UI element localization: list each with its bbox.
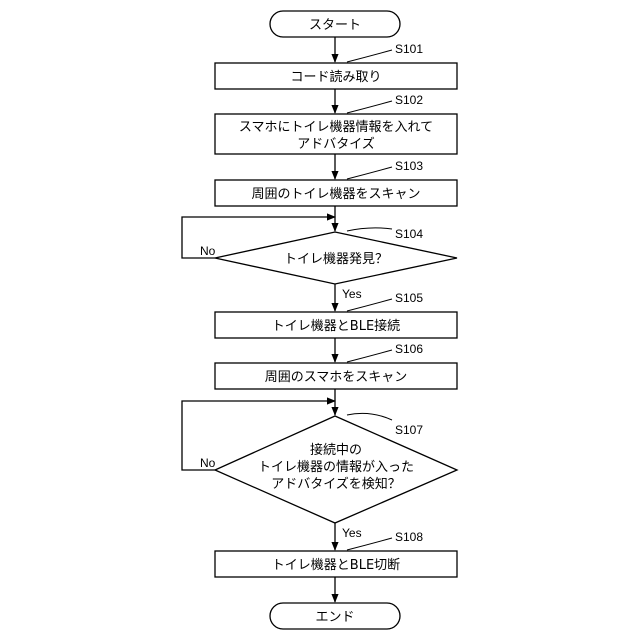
process-s105: トイレ機器とBLE接続 S105	[215, 291, 457, 338]
s106-text: 周囲のスマホをスキャン	[265, 370, 408, 385]
process-s108: トイレ機器とBLE切断 S108	[215, 530, 457, 577]
end-label: エンド	[315, 610, 354, 625]
s108-label: S108	[395, 530, 423, 544]
s105-label: S105	[395, 291, 423, 305]
s103-label: S103	[395, 159, 423, 173]
s107-label: S107	[395, 423, 423, 437]
s107-text-line2: トイレ機器の情報が入った	[258, 460, 414, 475]
s104-yes-label: Yes	[342, 287, 362, 301]
s107-text-line1: 接続中の	[310, 442, 362, 458]
process-s102: スマホにトイレ機器情報を入れて アドバタイズ S102	[215, 93, 457, 154]
process-s106: 周囲のスマホをスキャン S106	[215, 342, 457, 389]
decision-s107: 接続中の トイレ機器の情報が入った アドバタイズを検知？ S107	[215, 413, 457, 523]
s102-leader	[347, 101, 392, 113]
s101-text: コード読み取り	[290, 69, 381, 85]
s105-text: トイレ機器とBLE接続	[272, 318, 400, 334]
start-label: スタート	[309, 18, 361, 33]
s101-label: S101	[395, 42, 423, 56]
s104-label: S104	[395, 227, 423, 241]
s102-text-line2: アドバタイズ	[297, 136, 375, 152]
end-terminal: エンド	[270, 603, 400, 629]
s103-text: 周囲のトイレ機器をスキャン	[251, 187, 420, 202]
s102-text-line1: スマホにトイレ機器情報を入れて	[239, 120, 433, 135]
s108-text: トイレ機器とBLE切断	[272, 558, 400, 573]
s106-label: S106	[395, 342, 423, 356]
s104-no-label: No	[200, 244, 216, 258]
s104-leader	[347, 228, 392, 231]
decision-s104: トイレ機器発見？ S104	[215, 227, 457, 284]
start-terminal: スタート	[270, 11, 400, 37]
s103-leader	[347, 167, 392, 179]
s104-text: トイレ機器発見？	[284, 252, 388, 267]
s107-text-line3: アドバタイズを検知？	[271, 476, 401, 492]
s101-leader	[347, 50, 392, 62]
s102-label: S102	[395, 93, 423, 107]
s107-leader	[347, 413, 392, 420]
s107-yes-label: Yes	[342, 526, 362, 540]
process-s101: コード読み取り S101	[215, 42, 457, 89]
process-s103: 周囲のトイレ機器をスキャン S103	[215, 159, 457, 206]
s107-no-label: No	[200, 456, 216, 470]
s106-leader	[347, 350, 392, 362]
